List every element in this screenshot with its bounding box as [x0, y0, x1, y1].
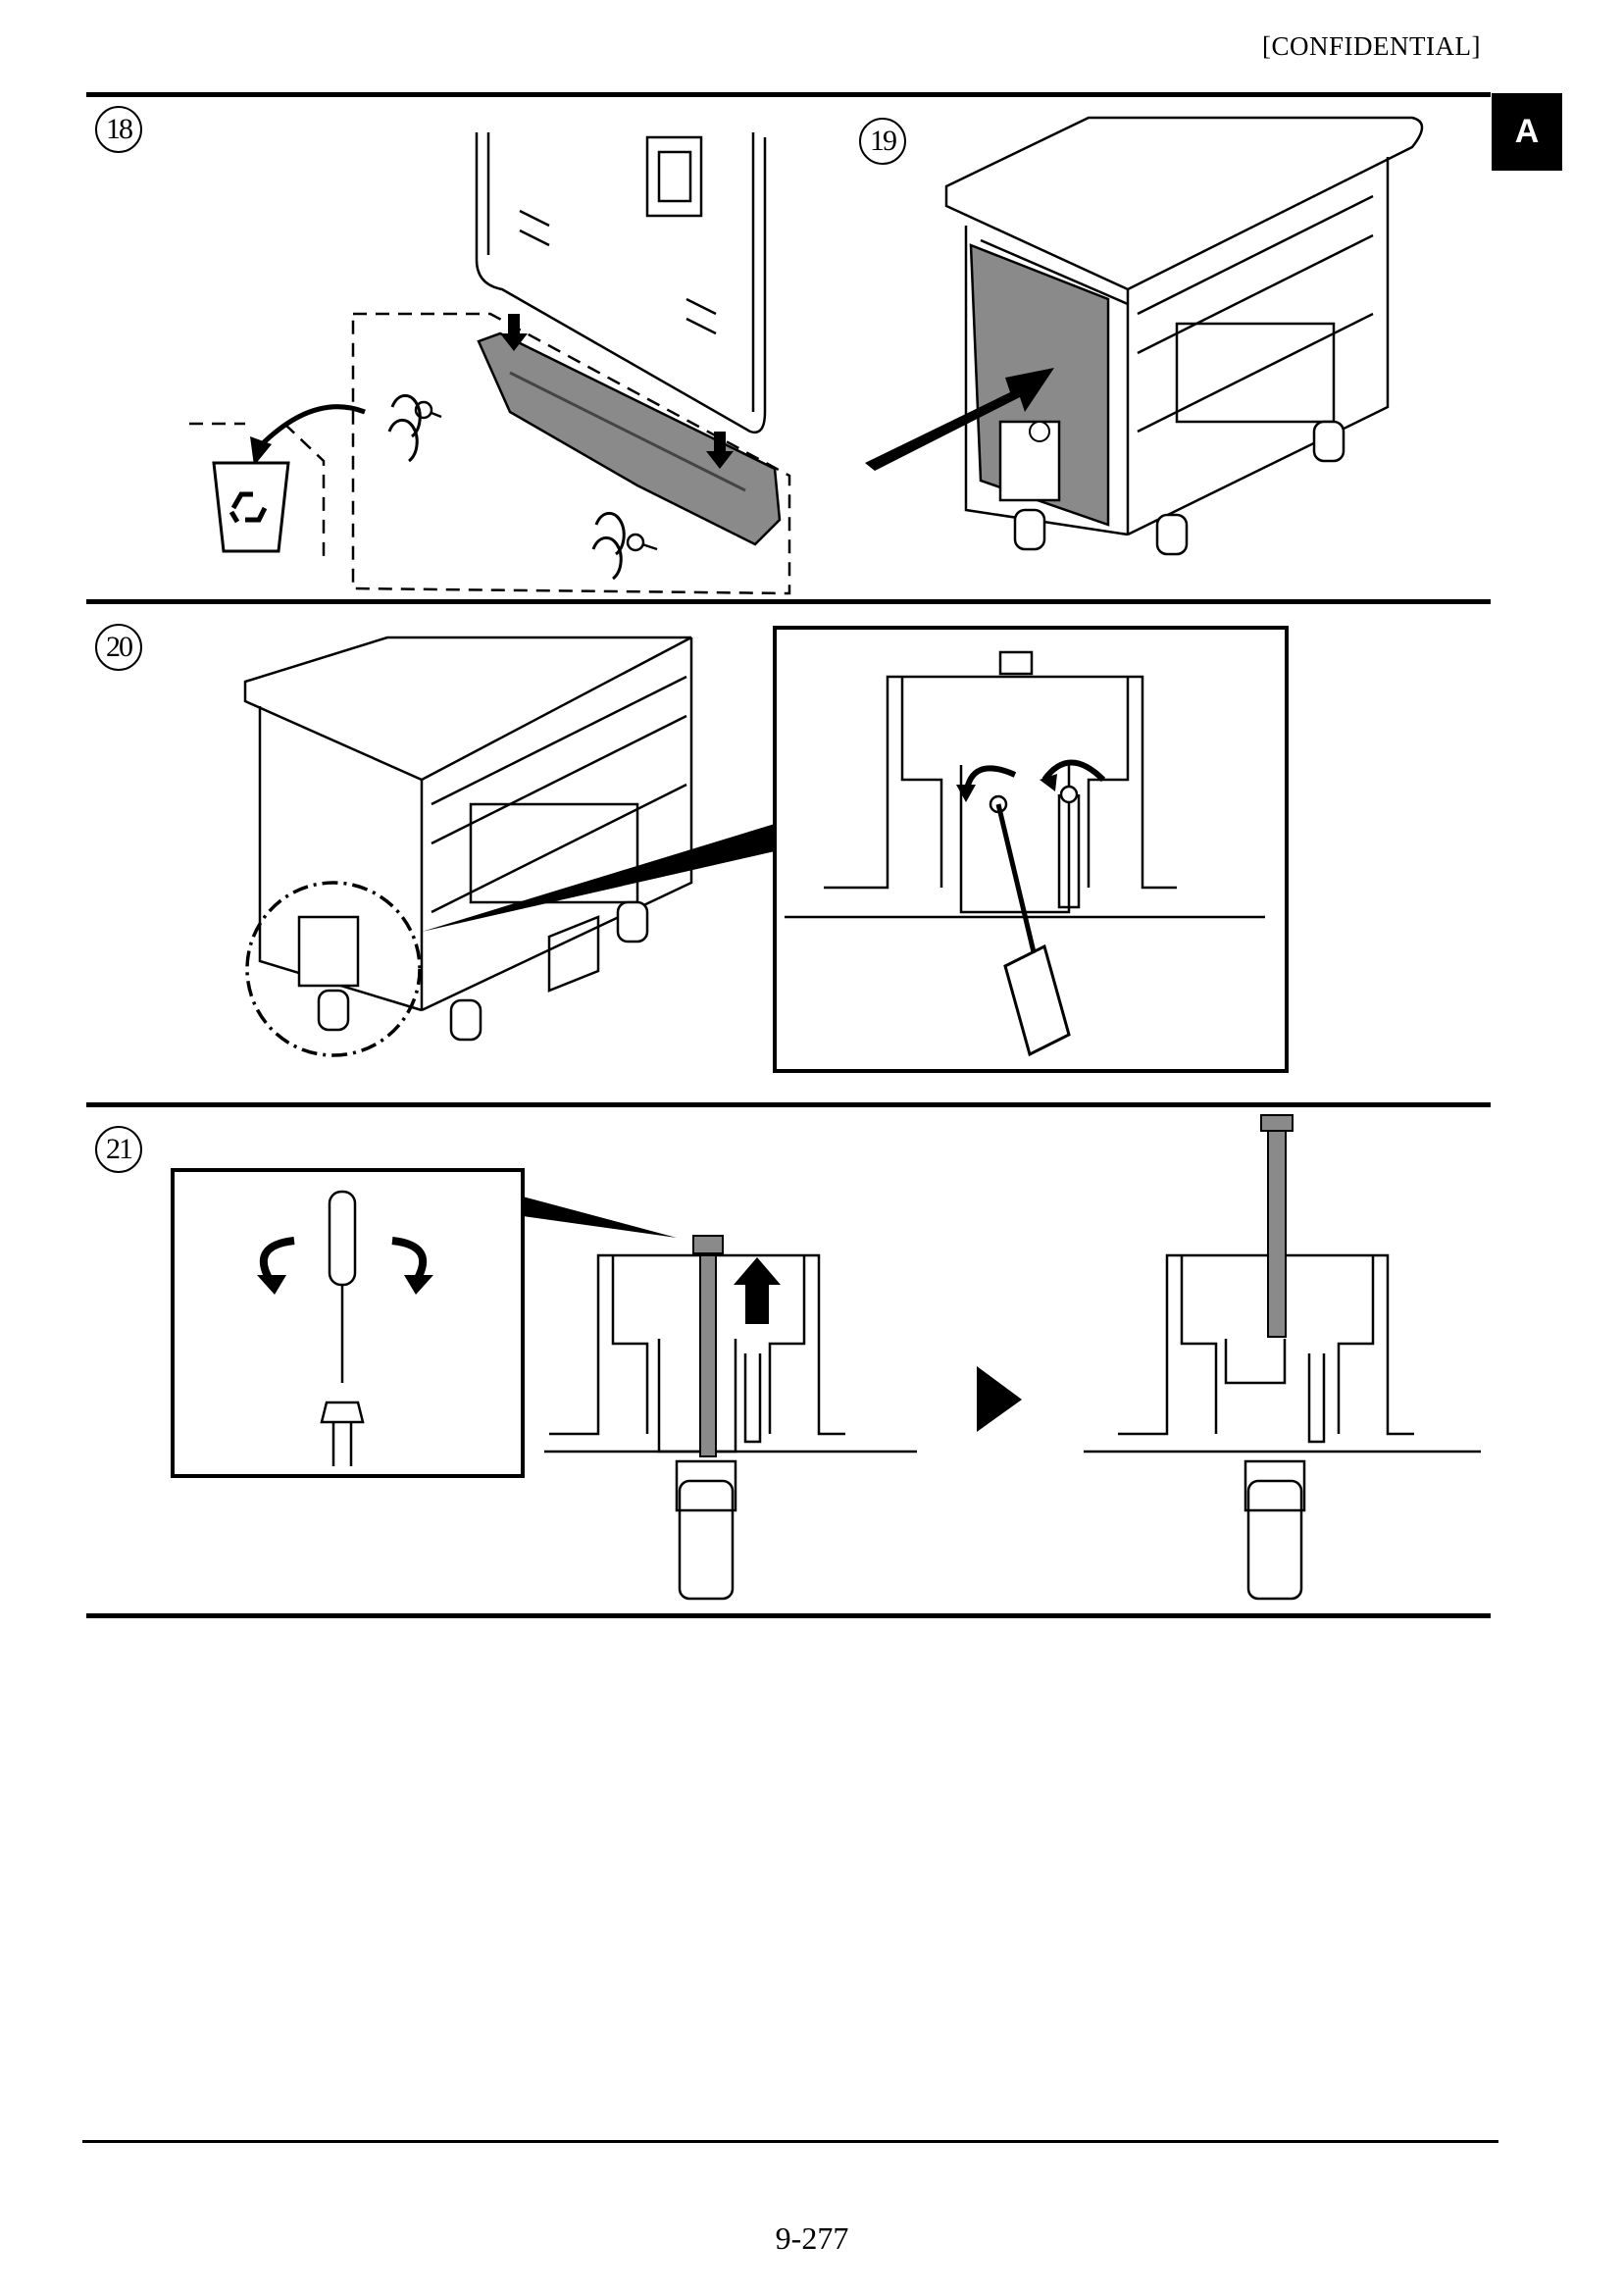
recycle-bin-icon: [212, 461, 290, 553]
confidential-label: [CONFIDENTIAL]: [1262, 31, 1481, 61]
step-badge-20: 20: [95, 624, 142, 671]
divider-step-20: [86, 599, 1491, 604]
step-badge-21: 21: [95, 1126, 142, 1173]
step-badge-19: 19: [859, 118, 906, 165]
divider-step-21: [86, 1102, 1491, 1107]
next-step-triangle-icon: [977, 1366, 1022, 1432]
divider-bottom: [86, 1613, 1491, 1618]
footer-divider: [82, 2140, 1498, 2143]
page-number: 9-277: [775, 2220, 849, 2256]
section-tab: A: [1492, 93, 1562, 171]
divider-top: [86, 92, 1491, 97]
step-badge-18: 18: [95, 106, 142, 153]
